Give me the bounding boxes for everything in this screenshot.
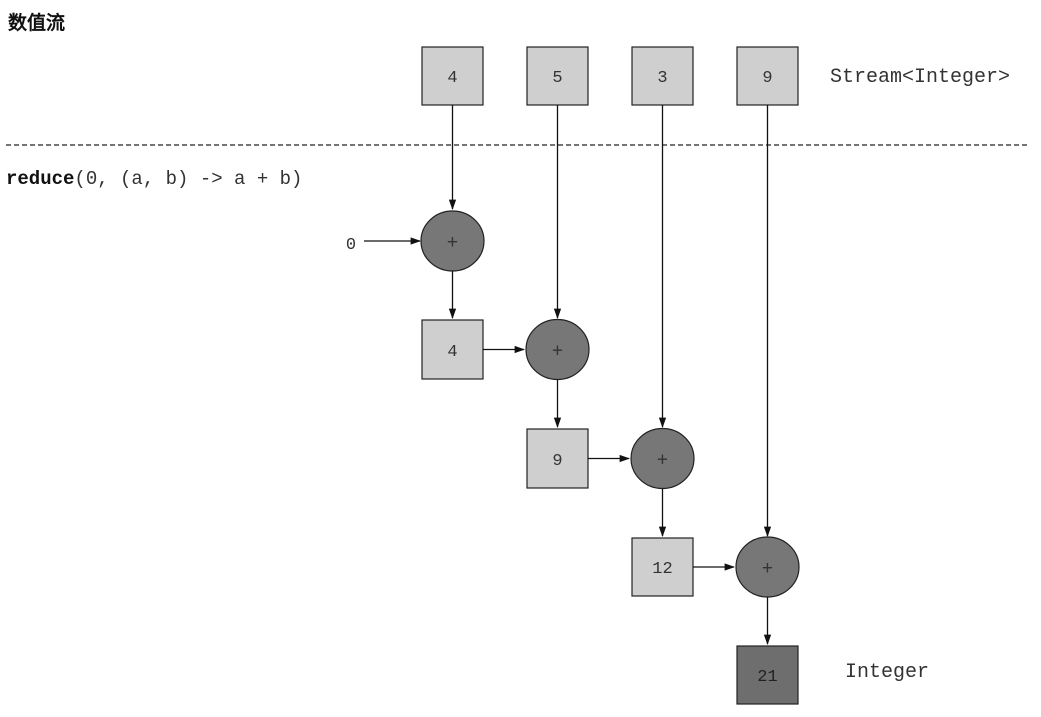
stream-item-3: 9 xyxy=(736,46,799,106)
partial-result-3: 12 xyxy=(631,537,694,597)
add-operator-2: + xyxy=(525,318,590,381)
stream-item-2: 3 xyxy=(631,46,694,106)
final-result-value: 21 xyxy=(757,668,777,687)
plus-icon: + xyxy=(762,558,773,580)
stream-type-label: Stream<Integer> xyxy=(830,66,1010,89)
stream-value: 5 xyxy=(552,69,562,88)
partial-result-value: 9 xyxy=(552,452,562,471)
add-operator-1: + xyxy=(420,210,485,272)
plus-icon: + xyxy=(447,232,458,254)
stream-value: 9 xyxy=(762,69,772,88)
result-type-label: Integer xyxy=(845,661,929,684)
stream-item-1: 5 xyxy=(526,46,589,106)
initial-value: 0 xyxy=(346,236,356,255)
operation-label: reduce(0, (a, b) -> a + b) xyxy=(6,168,302,190)
final-result: 21 xyxy=(736,645,799,705)
page-title: 数值流 xyxy=(8,11,65,34)
add-operator-3: + xyxy=(630,427,695,490)
stream-value: 3 xyxy=(657,69,667,88)
add-operator-4: + xyxy=(735,536,800,598)
partial-result-value: 4 xyxy=(447,343,457,362)
operation-name: reduce xyxy=(6,168,74,190)
stream-item-0: 4 xyxy=(421,46,484,106)
plus-icon: + xyxy=(657,450,668,472)
partial-result-value: 12 xyxy=(652,560,672,579)
plus-icon: + xyxy=(552,341,563,363)
operation-args: (0, (a, b) -> a + b) xyxy=(74,168,302,190)
stream-value: 4 xyxy=(447,69,457,88)
partial-result-1: 4 xyxy=(421,319,484,380)
partial-result-2: 9 xyxy=(526,428,589,489)
